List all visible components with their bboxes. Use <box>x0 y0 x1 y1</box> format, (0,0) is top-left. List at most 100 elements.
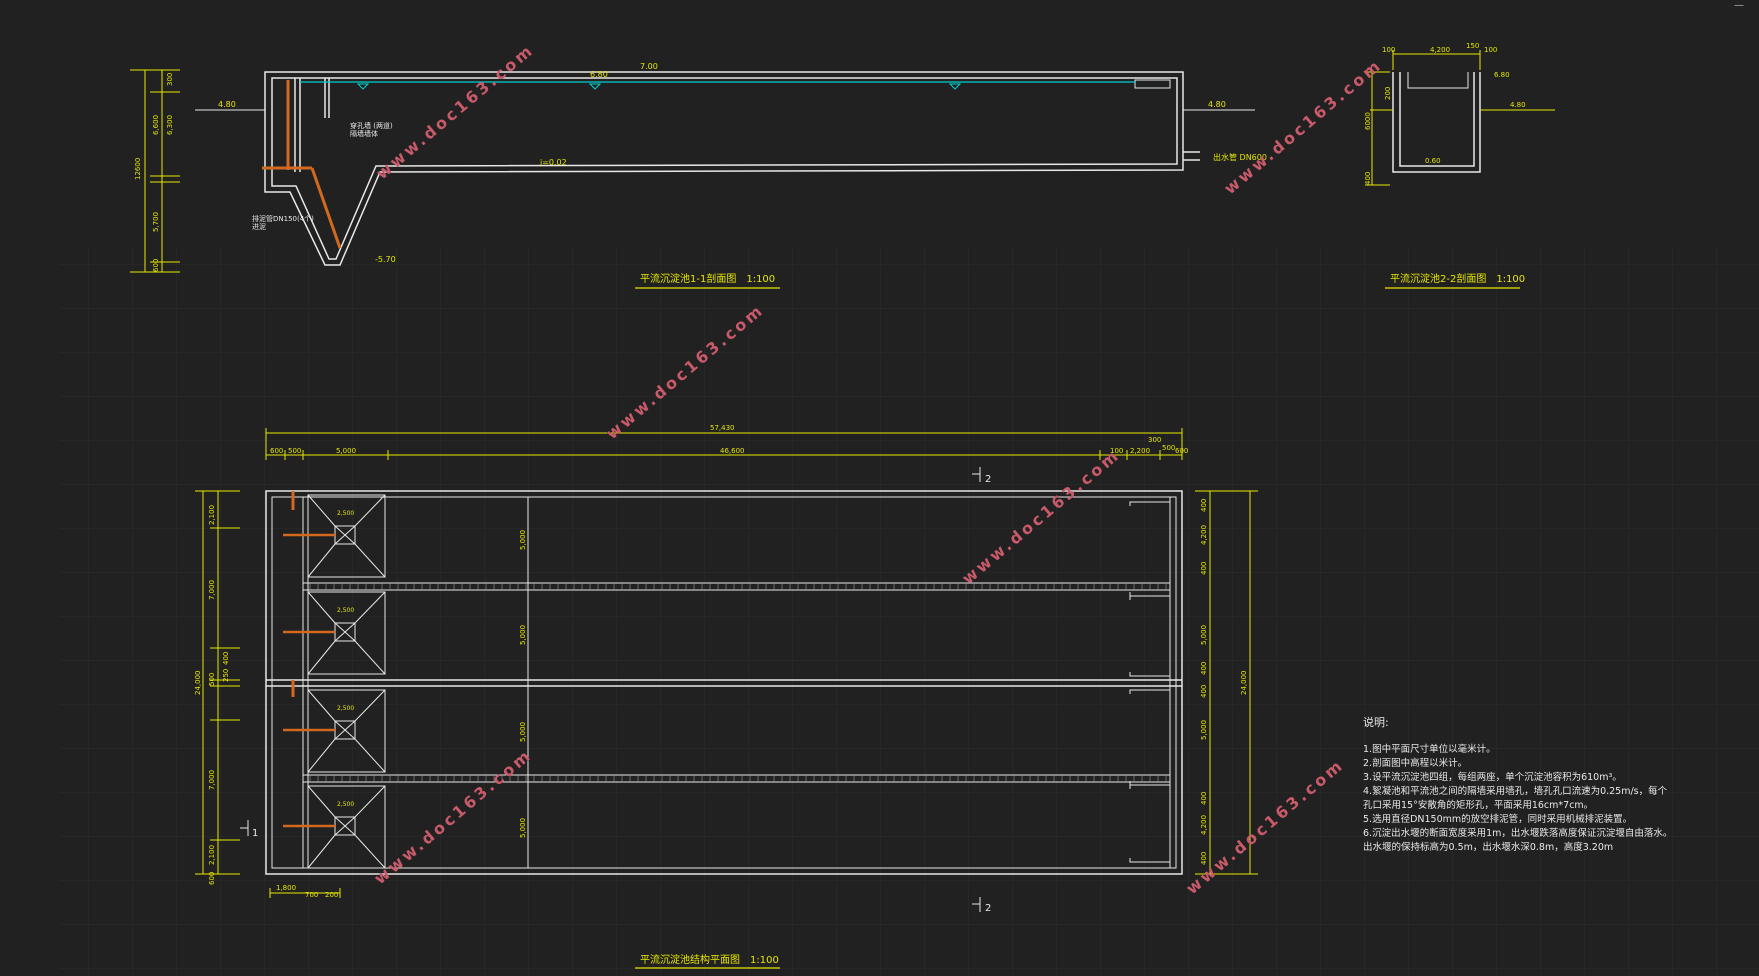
weir-top-1 <box>1129 501 1170 506</box>
bay-wall-1 <box>303 582 1170 591</box>
dims-left-section-1 <box>130 69 180 273</box>
weir-top-2 <box>1129 595 1170 600</box>
plan-dim-right-d: 5,000 <box>1200 625 1208 645</box>
plan-dim-right-f: 400 <box>1200 685 1208 698</box>
weir-bottom-2 <box>1129 672 1170 677</box>
outlet-label: 出水管 DN600 <box>1213 152 1267 162</box>
plan-dim-right-b: 4,200 <box>1200 525 1208 545</box>
plan-dim-bottom-a: 1,800 <box>276 884 296 892</box>
plan-dim-top-a: 600 <box>270 447 283 455</box>
s2-dim-a: 100 <box>1382 46 1395 54</box>
s2-side-c: 400 <box>1364 172 1372 185</box>
plan-dim-left-e: 2,100 <box>208 845 216 865</box>
plan-dim-top-total: 57,430 <box>710 424 735 432</box>
s2-side-b: 6000 <box>1364 112 1372 130</box>
plan-dim-top-i: 300 <box>1148 436 1161 444</box>
outlet-weirs <box>1129 501 1170 863</box>
bay-dim-4: 5,000 <box>519 818 527 838</box>
section-marks <box>240 467 981 912</box>
note-3: 3.设平流沉淀池四组，每组两座，单个沉淀池容积为610m³。 <box>1363 771 1622 783</box>
note-2: 2.剖面图中高程以米计。 <box>1363 757 1467 769</box>
plan-dim-right-e: 400 <box>1200 662 1208 675</box>
plan-dim-top-c: 5,000 <box>336 447 356 455</box>
plan-dim-top-f: 2,200 <box>1130 447 1150 455</box>
hopper-dim-1: 2,500 <box>337 510 354 517</box>
watermark-1: www.doc163.com <box>372 40 537 183</box>
plan-dim-right-j: 400 <box>1200 852 1208 865</box>
dim-left-a: 6,600 <box>152 115 160 135</box>
weir-bottom-4 <box>1129 858 1170 863</box>
slope-label: i=0.02 <box>540 158 567 167</box>
plan-dims-bottom-lines <box>269 888 341 898</box>
hopper-dim-4: 2,500 <box>337 801 354 808</box>
plan-dims-top-lines <box>265 428 1183 460</box>
plan-dim-left-s0: 400 <box>222 652 230 665</box>
section-2-title: 平流沉淀池2-2剖面图 1:100 <box>1390 272 1525 285</box>
level-water: 6.80 <box>590 70 608 79</box>
s2-dim-d: 100 <box>1484 46 1497 54</box>
hopper-4: 2,500 <box>283 785 386 869</box>
plan-dim-left-a: 2,100 <box>208 505 216 525</box>
note-7: 6.沉淀出水堰的断面宽度采用1m，出水堰跌落高度保证沉淀堰自由落水。 <box>1363 827 1672 839</box>
sludge-hoppers: 2,500 2,500 2,500 2,500 <box>283 491 386 869</box>
plan-dim-right-g: 5,000 <box>1200 720 1208 740</box>
plan-dims-left-lines <box>195 490 240 875</box>
plan-dim-top-h: 600 <box>1175 447 1188 455</box>
note-4: 4.絮凝池和平流池之间的隔墙采用墙孔，墙孔孔口流速为0.25m/s，每个 <box>1363 785 1668 797</box>
section-mark-1: 1 <box>252 828 258 839</box>
plan-dim-left-f: 600 <box>208 872 216 885</box>
plan-dim-bottom-b: 700 <box>305 891 318 899</box>
plan-dim-right-a: 400 <box>1200 499 1208 512</box>
note-1: 1.图中平面尺寸单位以毫米计。 <box>1363 743 1496 755</box>
dim-left-e: 600 <box>152 259 160 272</box>
plan-dim-bottom-c: 200 <box>325 891 338 899</box>
level-top: 7.00 <box>640 62 658 71</box>
plan-title: 平流沉淀池结构平面图 1:100 <box>640 953 779 966</box>
bay-walls <box>303 582 1170 783</box>
plan-dim-left-b: 7,000 <box>208 580 216 600</box>
pipe-label: 穿孔墙 (两道) <box>350 121 393 130</box>
watermark-2: www.doc163.com <box>1220 55 1385 198</box>
bay-dim-2: 5,000 <box>519 625 527 645</box>
pipes-section-1 <box>262 80 342 249</box>
plan-dim-left-total: 24,000 <box>194 671 202 696</box>
level-ground-left: 4.80 <box>218 100 236 109</box>
s2-level-top: 6.80 <box>1494 71 1510 79</box>
section-1-1 <box>264 71 1200 266</box>
plan-dim-left-s1: 250 <box>222 669 230 682</box>
plan-dims-right-lines <box>1195 490 1258 875</box>
bay-wall-2 <box>303 774 1170 783</box>
s2-side-a: 200 <box>1384 87 1392 100</box>
note-6: 5.选用直径DN150mm的放空排泥管，同时采用机械排泥装置。 <box>1363 813 1632 825</box>
dims-section-2 <box>1365 50 1555 186</box>
note-5: 孔口采用15°安散角的矩形孔，平面采用16cm*7cm。 <box>1363 799 1593 811</box>
pipe-label-2: 隔墙墙体 <box>350 129 378 138</box>
plan-dim-right-total: 24,000 <box>1240 671 1248 696</box>
sludge-label: 排泥管DN150(4个) <box>252 214 314 223</box>
s2-level-ground: 4.80 <box>1510 101 1526 109</box>
note-8: 出水堰的保持标高为0.5m，出水堰水深0.8m，高度3.20m <box>1363 841 1613 853</box>
plan-dim-top-b: 500 <box>288 447 301 455</box>
weir-top-4 <box>1129 784 1170 789</box>
hopper-1: 2,500 <box>283 494 386 578</box>
water-level-symbols <box>356 83 962 90</box>
window-close-button[interactable]: — <box>1734 0 1744 11</box>
dim-left-b: 6,300 <box>166 115 174 135</box>
plan-dim-right-i: 4,200 <box>1200 815 1208 835</box>
plan-dim-left-d: 7,000 <box>208 770 216 790</box>
hopper-2: 2,500 <box>283 591 386 675</box>
level-ground-right: 4.80 <box>1208 100 1226 109</box>
level-bottom: -5.70 <box>375 255 396 264</box>
hopper-3: 2,500 <box>283 689 386 773</box>
plan-dim-top-g: 500 <box>1162 444 1175 452</box>
grid-background <box>60 248 1759 976</box>
bay-dim-1: 5,000 <box>519 530 527 550</box>
plan-structure <box>265 490 1183 875</box>
dim-left-c: 300 <box>166 73 174 86</box>
section-1-title: 平流沉淀池1-1剖面图 1:100 <box>640 272 775 285</box>
section-mark-2-top: 2 <box>985 474 991 485</box>
weir-top-3 <box>1129 689 1170 694</box>
plan-dim-top-e: 100 <box>1110 447 1123 455</box>
section-mark-2-bottom: 2 <box>985 903 991 914</box>
hopper-dim-3: 2,500 <box>337 705 354 712</box>
